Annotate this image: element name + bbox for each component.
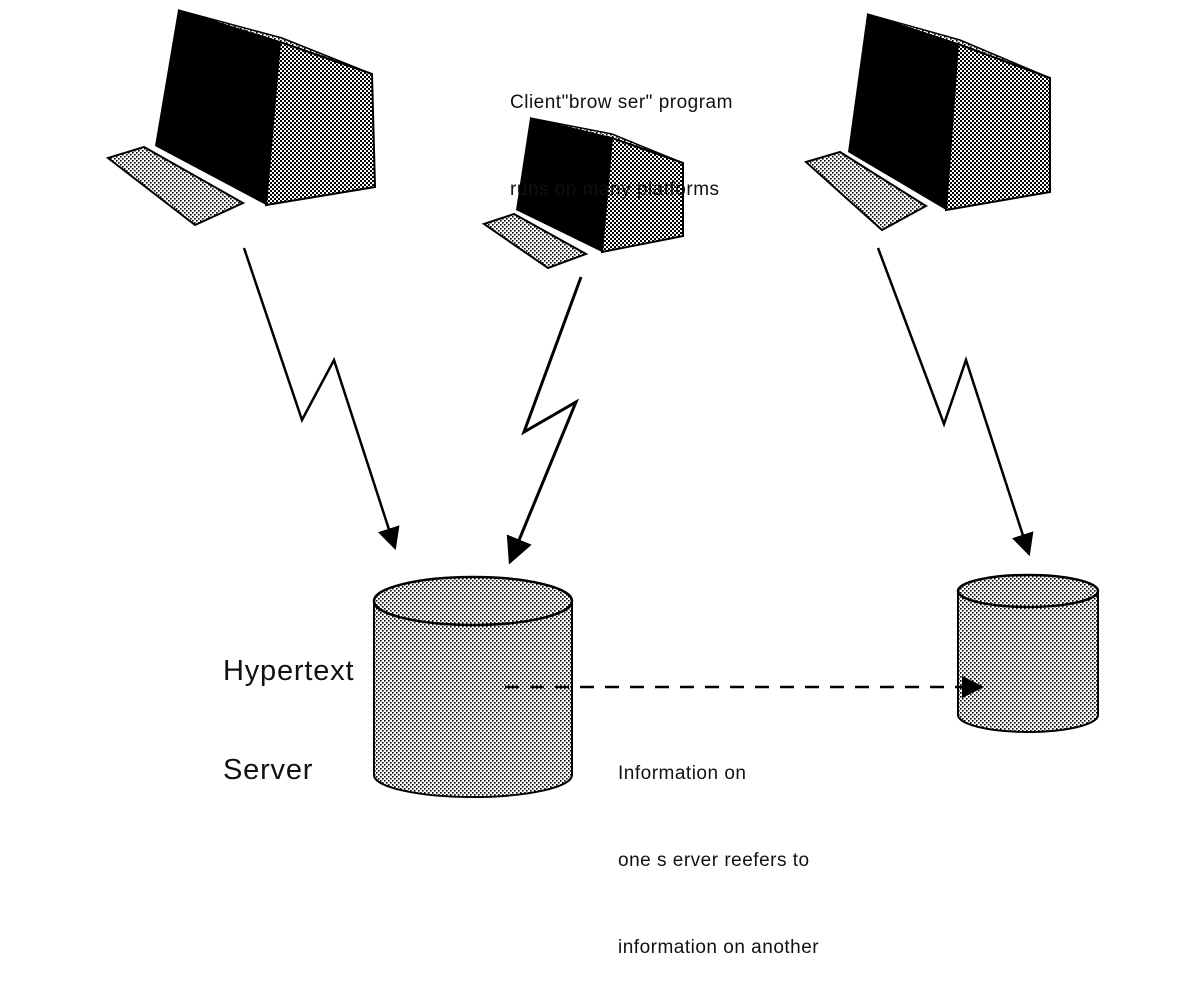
server-label-line-1: Hypertext [223, 655, 355, 687]
computer-left [105, 9, 377, 227]
connection-middle [506, 276, 583, 565]
server-label: Hypertext Server [223, 589, 354, 820]
database-icon [372, 575, 574, 798]
connection-right [876, 247, 1034, 557]
link-note: Information on one s erver reefers to in… [618, 701, 819, 991]
computer-icon [105, 9, 377, 227]
link-note-line-3: information on another [618, 937, 820, 958]
computer-right [803, 13, 1051, 232]
computer-icon [803, 13, 1051, 232]
connection-left [242, 247, 400, 551]
computer-icon [481, 117, 684, 270]
client-note: Client"brow ser" program runs on many pl… [510, 30, 733, 233]
server-database-secondary [956, 573, 1100, 733]
diagram [105, 9, 1100, 798]
server-database-main [372, 575, 574, 798]
server-label-line-2: Server [223, 754, 314, 786]
link-note-line-2: one s erver reefers to [618, 850, 810, 871]
computer-middle [481, 117, 684, 270]
link-note-line-1: Information on [618, 763, 747, 784]
client-note-line-2: runs on many platforms [510, 179, 720, 200]
client-note-line-1: Client"brow ser" program [510, 92, 733, 113]
database-icon [956, 573, 1100, 733]
